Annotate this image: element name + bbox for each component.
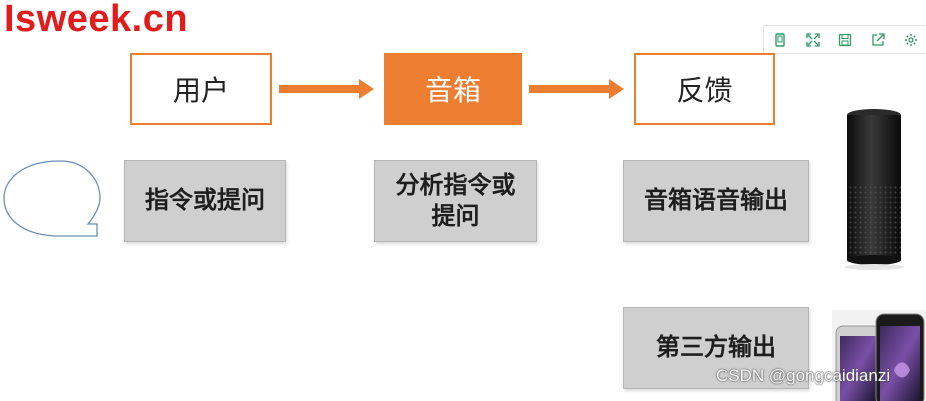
flow-box-feedback: 反馈 — [634, 53, 775, 125]
tablet-icon[interactable] — [767, 28, 793, 52]
step-command: 指令或提问 — [124, 160, 286, 242]
flow-box-feedback-label: 反馈 — [676, 74, 733, 107]
arrow-speaker-to-feedback — [529, 79, 624, 99]
step-analyze-line1: 分析指令或 — [395, 170, 516, 199]
step-voice-output: 音箱语音输出 — [623, 160, 809, 242]
image-toolbar — [763, 25, 926, 54]
smartphone-image — [832, 310, 926, 401]
flow-box-speaker-label: 音箱 — [424, 74, 481, 107]
save-icon[interactable] — [832, 28, 858, 52]
step-analyze-line2: 提问 — [431, 202, 480, 230]
flow-box-user: 用户 — [130, 53, 272, 125]
expand-icon[interactable] — [800, 28, 826, 52]
gear-icon[interactable] — [898, 28, 924, 52]
arrow-user-to-speaker — [279, 79, 374, 99]
step-third-party-label: 第三方输出 — [656, 333, 776, 362]
flow-box-user-label: 用户 — [172, 74, 229, 107]
flow-box-speaker: 音箱 — [384, 53, 522, 125]
smart-speaker-image — [844, 109, 904, 270]
speech-bubble-icon — [3, 160, 101, 237]
step-voice-output-label: 音箱语音输出 — [644, 186, 788, 215]
share-icon[interactable] — [865, 28, 891, 52]
site-watermark: Isweek.cn — [4, 0, 189, 40]
step-command-label: 指令或提问 — [145, 186, 265, 215]
step-analyze: 分析指令或 提问 — [374, 160, 537, 242]
step-third-party: 第三方输出 — [623, 307, 809, 389]
credit-watermark: CSDN @gongcaidianzi — [716, 366, 891, 385]
